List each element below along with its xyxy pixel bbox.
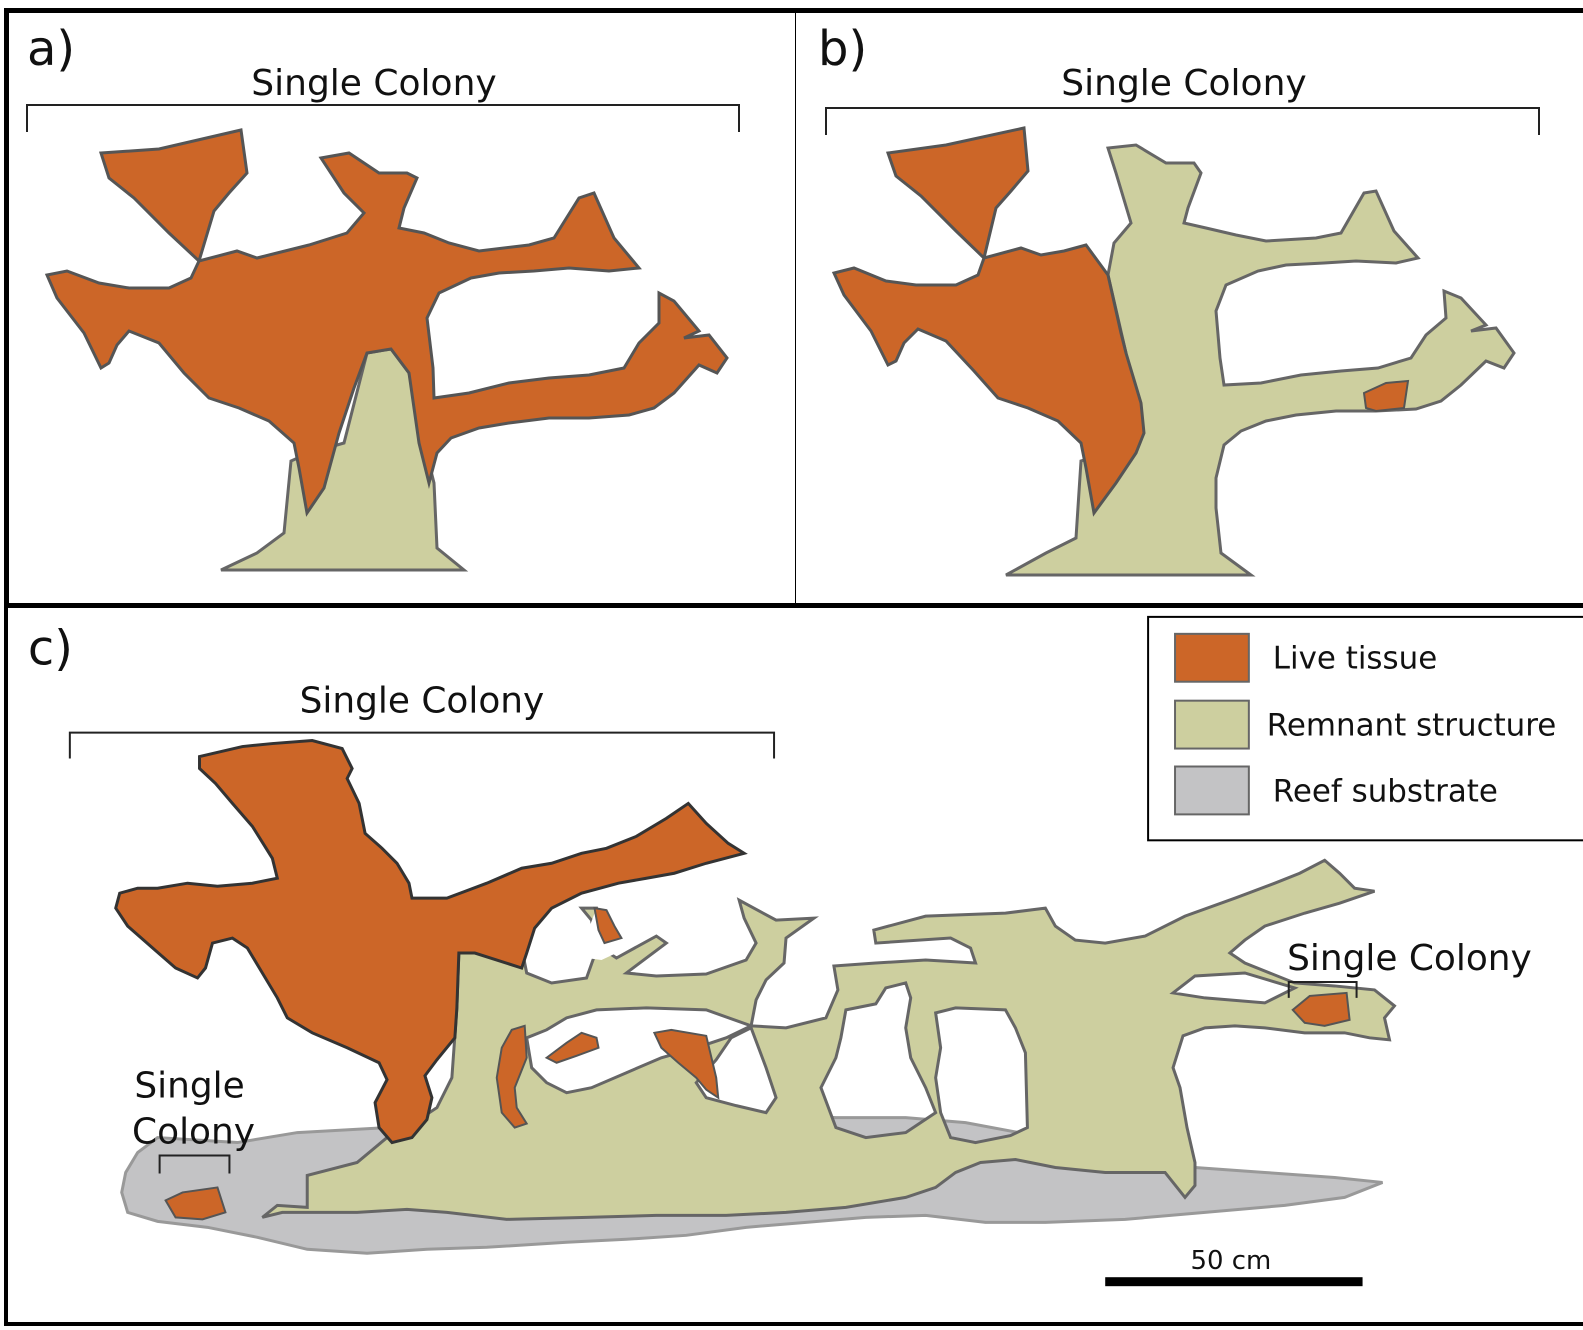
panel-c-gap	[581, 908, 617, 961]
panel-c-colony-label-right: Single Colony	[1287, 938, 1532, 979]
panel-c-live-patch-3	[544, 1031, 600, 1064]
panel-a-drawing: a) Single Colony	[26, 21, 740, 572]
panel-c-drawing: c) Single Colony Single Colony Single Co…	[28, 615, 1583, 1287]
panel-c-live-tissue-main	[114, 739, 748, 1145]
legend: Live tissue Remnant structure Reef subst…	[1147, 615, 1583, 842]
panel-c-remnant-structure	[261, 858, 1397, 1221]
panel-a-live-tissue	[44, 128, 729, 517]
panel-b-live-tissue	[831, 126, 1146, 517]
legend-swatch-remnant	[1174, 699, 1250, 750]
panel-a-colony-label: Single Colony	[251, 63, 496, 104]
panel-c-live-patch-1	[593, 906, 623, 945]
legend-swatch-live	[1174, 632, 1250, 683]
panel-b-live-patch	[1362, 379, 1410, 413]
scale-bar	[1105, 1277, 1363, 1287]
panel-c-colony-bracket-right	[1287, 980, 1358, 998]
panel-c: c) Single Colony Single Colony Single Co…	[4, 604, 1583, 1326]
panel-c-colony-label-left-2: Colony	[132, 1112, 255, 1153]
scale-bar-label: 50 cm	[1191, 1246, 1272, 1276]
legend-label-live: Live tissue	[1273, 641, 1437, 677]
legend-label-remnant: Remnant structure	[1267, 708, 1557, 744]
panel-c-live-patch-2	[495, 1024, 529, 1129]
panel-b: b) Single Colony	[796, 8, 1583, 608]
legend-swatch-substrate	[1174, 765, 1250, 816]
panel-b-colony-bracket	[825, 107, 1540, 135]
panel-c-colony-label-main: Single Colony	[300, 681, 545, 722]
panel-c-live-patch-right	[1291, 991, 1351, 1027]
panel-c-colony-label-left-1: Single	[134, 1066, 244, 1107]
panel-b-remnant-structure	[1005, 143, 1516, 577]
panel-c-live-patch-left	[164, 1186, 227, 1221]
panel-a-letter: a)	[27, 21, 75, 77]
panel-b-drawing: b) Single Colony	[818, 21, 1540, 577]
panel-a: a) Single Colony	[4, 8, 800, 608]
panel-b-letter: b)	[818, 21, 867, 77]
legend-label-substrate: Reef substrate	[1273, 773, 1498, 809]
panel-c-colony-bracket-left	[158, 1154, 231, 1174]
panel-b-colony-label: Single Colony	[1061, 63, 1306, 104]
panel-c-letter: c)	[28, 622, 73, 677]
panel-c-colony-bracket-main	[68, 731, 776, 759]
panel-c-live-patch-4	[652, 1028, 720, 1100]
panel-a-colony-bracket	[26, 104, 740, 132]
